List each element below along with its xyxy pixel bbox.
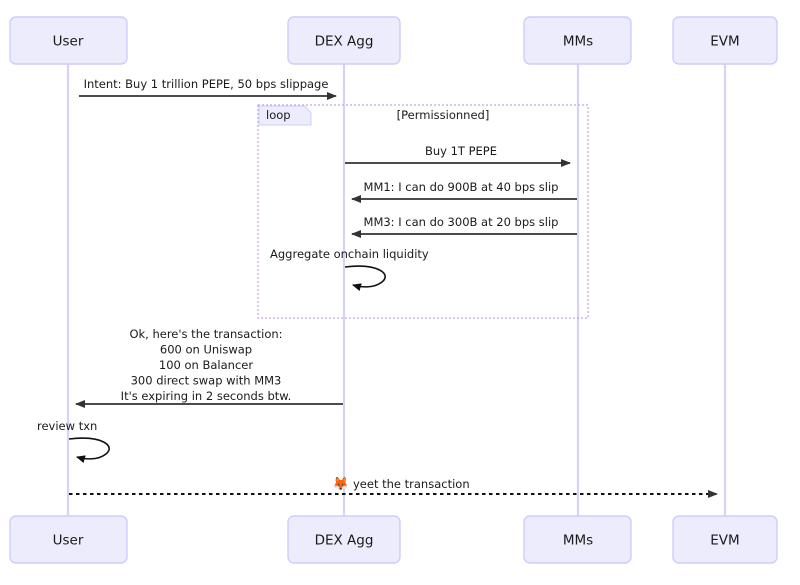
message-transaction-line-3: 300 direct swap with MM3 [131,374,282,388]
participant-rect [9,16,128,65]
message-mm3-quote: MM3: I can do 300B at 20 bps slip [351,215,577,238]
lifelines [66,64,727,516]
participant-rect [287,16,401,65]
message-yeet-transaction-label: yeet the transaction [353,477,470,491]
message-transaction-line-1: 600 on Uniswap [160,343,252,357]
participant-box-evm-top[interactable]: EVM [672,16,778,65]
participant-label-dexagg-top: DEX Agg [315,34,374,50]
participant-rect [287,515,401,564]
self-message-aggregate-label: Aggregate onchain liquidity [270,247,429,261]
message-yeet-transaction: 🦊 yeet the transaction [69,476,718,498]
participant-boxes-top: User DEX Agg MMs EVM [9,16,778,65]
participant-label-user-bottom: User [53,533,84,549]
self-message-review-txn-loop-arrow [68,437,110,464]
message-transaction-line-2: 100 on Balancer [159,358,253,372]
message-mm1-quote-label: MM1: I can do 900B at 40 bps slip [364,180,559,194]
self-message-review-txn-label: review txn [37,419,97,433]
self-message-review-txn: review txn [37,419,110,464]
participant-rect [672,16,778,65]
message-mm1-quote: MM1: I can do 900B at 40 bps slip [351,180,577,203]
fox-face-icon: 🦊 [333,476,349,492]
participant-rect [523,16,632,65]
participant-box-dexagg-top[interactable]: DEX Agg [287,16,401,65]
participant-label-dexagg-bottom: DEX Agg [315,533,374,549]
message-intent-label: Intent: Buy 1 trillion PEPE, 50 bps slip… [84,77,329,91]
loop-condition-label: [Permissionned] [397,108,490,122]
participant-label-evm-top: EVM [710,34,739,50]
participant-box-mms-top[interactable]: MMs [523,16,632,65]
message-mm3-quote-label: MM3: I can do 300B at 20 bps slip [364,215,559,229]
participant-box-dexagg-bottom[interactable]: DEX Agg [287,515,401,564]
message-buy-1t-pepe-label: Buy 1T PEPE [425,144,497,158]
participant-label-user-top: User [53,34,84,50]
participant-rect [9,515,128,564]
participant-box-evm-bottom[interactable]: EVM [672,515,778,564]
loop-frame: loop [Permissionned] [257,104,589,319]
self-message-aggregate-loop-arrow [344,265,386,292]
loop-tag-shape [258,105,312,126]
self-message-aggregate: Aggregate onchain liquidity [270,247,429,292]
participant-rect [523,515,632,564]
participant-box-user-top[interactable]: User [9,16,128,65]
participant-label-mms-bottom: MMs [563,533,593,549]
participant-box-user-bottom[interactable]: User [9,515,128,564]
message-transaction-line-4: It's expiring in 2 seconds btw. [121,389,292,403]
participant-box-mms-bottom[interactable]: MMs [523,515,632,564]
participant-rect [672,515,778,564]
participant-label-mms-top: MMs [563,34,593,50]
message-buy-1t-pepe: Buy 1T PEPE [345,144,571,167]
participant-label-evm-bottom: EVM [710,533,739,549]
message-transaction-line-0: Ok, here's the transaction: [129,327,282,341]
message-transaction-details: Ok, here's the transaction: 600 on Unisw… [75,327,343,408]
loop-tag-label: loop [266,108,291,122]
participant-boxes-bottom: User DEX Agg MMs EVM [9,515,778,564]
loop-frame-border [257,104,589,319]
message-intent: Intent: Buy 1 trillion PEPE, 50 bps slip… [79,77,337,100]
